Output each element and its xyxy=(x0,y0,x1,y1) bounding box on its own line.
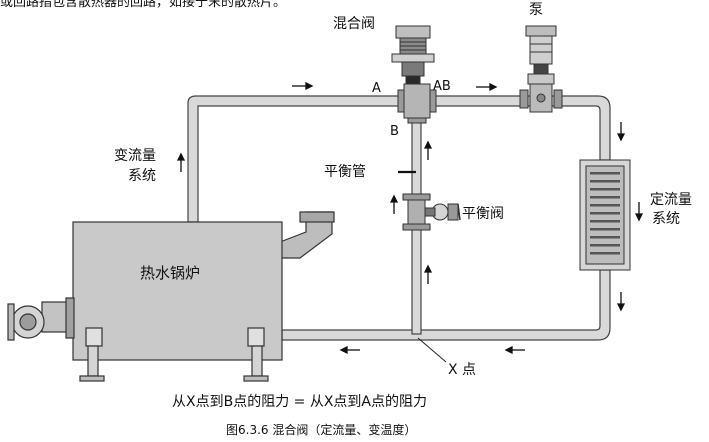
arrow-left-icon-1 xyxy=(504,345,525,355)
radiator-fins xyxy=(590,172,620,255)
return-pipe-right xyxy=(281,269,611,341)
boiler-label: 热水锅炉 xyxy=(140,264,200,282)
diagram-labels: 混合阀 泵 A AB B 变流量 系统 平衡管 平衡阀 定流量 系统 热水锅炉 … xyxy=(114,2,692,437)
arrow-left-icon-2 xyxy=(339,345,360,355)
figure-caption: 图6.3.6 混合阀（定流量、变温度） xyxy=(226,422,416,437)
port-b-label: B xyxy=(390,124,399,139)
radiator xyxy=(579,159,631,271)
arrow-up-icon-3 xyxy=(423,264,433,284)
constant-flow-label-1: 定流量 xyxy=(650,192,692,208)
hot-water-boiler xyxy=(7,211,335,382)
equation-caption: 从X点到B点的阻力 = 从X点到A点的阻力 xyxy=(172,394,427,410)
pump-label: 泵 xyxy=(529,2,543,18)
boiler-flue xyxy=(279,211,333,259)
arrow-up-icon-2 xyxy=(389,194,399,214)
x-point-leader xyxy=(417,337,447,363)
mixing-valve-label: 混合阀 xyxy=(333,16,375,32)
arrow-down-icon-2 xyxy=(616,292,626,312)
arrow-down-icon-1 xyxy=(616,122,626,142)
pump xyxy=(519,25,563,113)
arrow-right-icon-2 xyxy=(476,82,498,92)
boiler-body xyxy=(72,221,283,361)
arrow-up-icon-4 xyxy=(176,152,186,172)
arrow-right-icon-1 xyxy=(292,81,314,91)
arrow-down-icon-3 xyxy=(634,202,644,222)
variable-flow-label-1: 变流量 xyxy=(114,148,156,164)
variable-flow-label-2: 系统 xyxy=(128,168,156,184)
arrow-up-icon-1 xyxy=(423,140,433,160)
port-a-label: A xyxy=(372,81,381,96)
balance-pipe-label: 平衡管 xyxy=(324,164,366,180)
flow-arrows xyxy=(176,81,626,355)
x-point-label: X 点 xyxy=(448,362,476,378)
balance-valve-label: 平衡阀 xyxy=(462,206,504,222)
mixing-valve xyxy=(391,25,437,124)
constant-flow-label-2: 系统 xyxy=(652,211,680,227)
supply-pipe-top xyxy=(187,95,405,223)
header-fragment: 或回路指包含散热器的回路，如接于末的散热片。 xyxy=(0,0,286,10)
port-ab-label: AB xyxy=(433,79,451,94)
balance-valve xyxy=(402,193,461,231)
